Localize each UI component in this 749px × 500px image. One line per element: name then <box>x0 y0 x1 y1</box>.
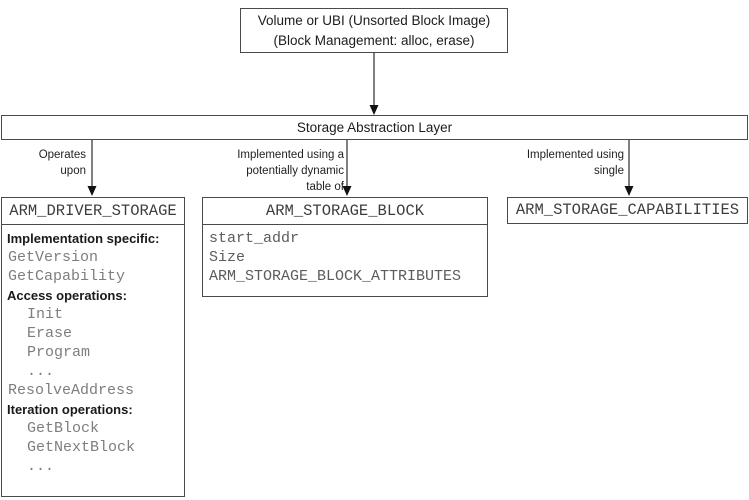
edge-label-line: Implemented using a <box>237 149 344 161</box>
storage-abstraction-layer-bar: Storage Abstraction Layer <box>1 115 748 140</box>
driver-item: Erase <box>27 325 73 342</box>
volume-ubi-line2: (Block Management: alloc, erase) <box>273 33 475 48</box>
arrow-volume-to-layer <box>369 53 379 115</box>
block-field: start_addr <box>209 230 300 247</box>
arm-storage-capabilities-title: ARM_STORAGE_CAPABILITIES <box>515 201 740 219</box>
driver-item: Implementation specific: <box>7 231 160 246</box>
arm-storage-block-body: start_addr Size ARM_STORAGE_BLOCK_ATTRIB… <box>203 225 487 286</box>
arm-driver-storage-box: ARM_DRIVER_STORAGE Implementation specif… <box>1 197 185 497</box>
driver-item: GetBlock <box>27 420 100 437</box>
arm-storage-capabilities-box: ARM_STORAGE_CAPABILITIES <box>507 197 748 224</box>
edge-label-line: single <box>593 165 624 177</box>
edge-label-line: Operates <box>38 149 86 161</box>
driver-item: Init <box>27 306 64 323</box>
driver-item: GetVersion <box>8 249 99 266</box>
driver-item: Program <box>27 344 91 361</box>
driver-item: Iteration operations: <box>7 402 133 417</box>
block-field: Size <box>209 249 246 266</box>
driver-item: GetNextBlock <box>27 439 136 456</box>
arm-driver-storage-body: Implementation specific: GetVersion GetC… <box>2 225 184 476</box>
volume-ubi-line1: Volume or UBI (Unsorted Block Image) <box>257 13 491 28</box>
volume-ubi-box: Volume or UBI (Unsorted Block Image) (Bl… <box>240 8 508 53</box>
driver-item: ... <box>27 363 55 380</box>
edge-label-line: Implemented using <box>526 149 624 161</box>
arm-driver-storage-title: ARM_DRIVER_STORAGE <box>2 198 184 225</box>
arrow-layer-to-driver <box>87 140 97 196</box>
driver-item: Access operations: <box>7 288 127 303</box>
edge-label-operates-upon: Operates upon <box>39 147 86 179</box>
edge-label-line: table of <box>306 181 344 193</box>
arm-storage-block-title: ARM_STORAGE_BLOCK <box>203 198 487 225</box>
edge-label-dynamic-table: Implemented using a potentially dynamic … <box>237 147 344 195</box>
driver-item: ... <box>27 458 55 475</box>
edge-label-line: upon <box>60 165 86 177</box>
edge-label-single: Implemented using single <box>527 147 624 179</box>
driver-item: ResolveAddress <box>8 382 135 399</box>
edge-label-line: potentially dynamic <box>246 165 344 177</box>
arm-storage-block-box: ARM_STORAGE_BLOCK start_addr Size ARM_ST… <box>202 197 488 297</box>
driver-item: GetCapability <box>8 268 126 285</box>
block-field: ARM_STORAGE_BLOCK_ATTRIBUTES <box>209 268 462 285</box>
arrow-layer-to-capabilities <box>624 140 634 196</box>
storage-abstraction-layer-label: Storage Abstraction Layer <box>296 120 453 135</box>
